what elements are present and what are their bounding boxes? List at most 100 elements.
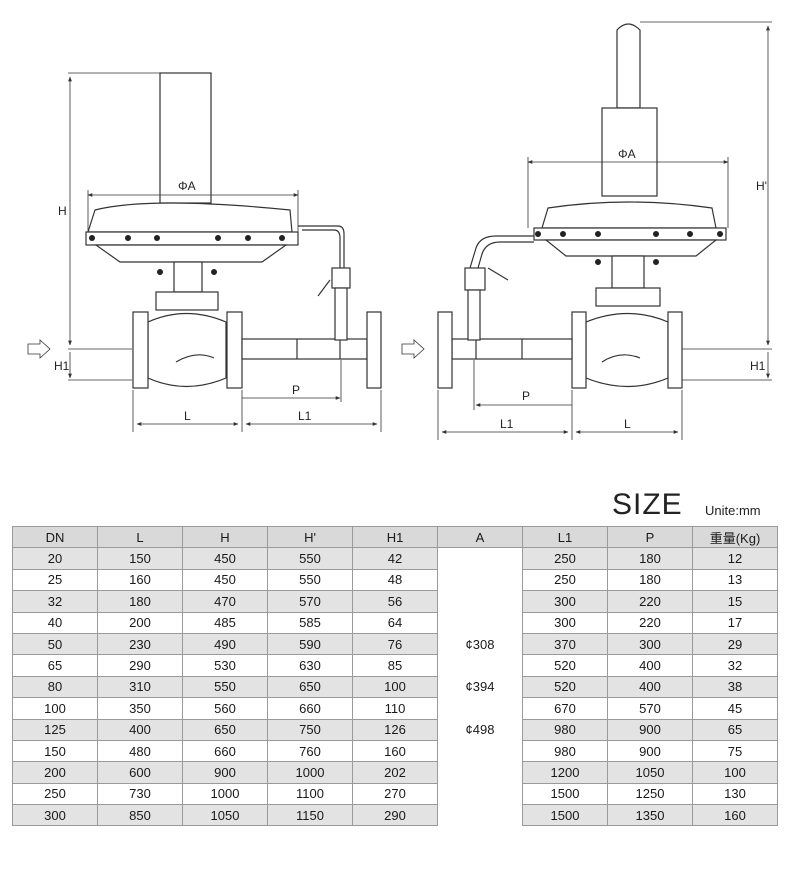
table-cell: 660 <box>267 697 353 720</box>
table-cell: 980 <box>522 739 608 763</box>
table-cell: 310 <box>97 675 183 699</box>
table-cell: 220 <box>607 590 693 613</box>
table-cell: 650 <box>182 718 268 741</box>
table-cell <box>437 740 523 762</box>
table-cell: 370 <box>522 632 608 656</box>
table-cell: 13 <box>692 568 778 592</box>
table-cell <box>437 761 523 784</box>
table-cell: 400 <box>607 675 693 699</box>
table-cell: 180 <box>607 547 693 570</box>
table-cell: 100 <box>692 761 778 784</box>
table-cell: 100 <box>352 675 438 699</box>
table-cell: 980 <box>522 718 608 741</box>
table-cell: 570 <box>607 697 693 720</box>
table-cell: 1050 <box>182 804 268 827</box>
table-cell: 1100 <box>267 782 353 806</box>
table-cell: 560 <box>182 697 268 720</box>
table-cell <box>437 783 523 805</box>
table-cell: 125 <box>12 718 98 741</box>
table-cell: 630 <box>267 654 353 677</box>
table-cell: 1250 <box>607 782 693 806</box>
table-cell: 75 <box>692 739 778 763</box>
table-cell: 1500 <box>522 804 608 827</box>
table-cell: 32 <box>12 590 98 613</box>
table-cell: 85 <box>352 654 438 677</box>
table-cell: 220 <box>607 611 693 634</box>
table-cell: 126 <box>352 718 438 741</box>
table-header-cell: L1 <box>522 525 608 549</box>
left-h1-label: H1 <box>54 359 70 373</box>
table-cell: 520 <box>522 654 608 677</box>
table-cell: 80 <box>12 675 98 699</box>
right-dimensions <box>401 21 772 440</box>
table-cell: 160 <box>352 739 438 763</box>
table-cell: 12 <box>692 547 778 570</box>
table-cell: ¢394 <box>437 676 523 698</box>
right-l-label: L <box>624 417 631 431</box>
table-cell: 65 <box>692 718 778 741</box>
table-cell: 350 <box>97 697 183 720</box>
left-dimensions <box>27 72 382 432</box>
table-cell: 570 <box>267 590 353 613</box>
table-cell: 530 <box>182 654 268 677</box>
table-cell: 160 <box>692 804 778 827</box>
unit-note: Unite:mm <box>705 503 761 518</box>
table-cell: 65 <box>12 654 98 677</box>
table-cell: 110 <box>352 697 438 720</box>
table-cell: 130 <box>692 782 778 806</box>
table-header-cell: A <box>437 525 523 549</box>
table-cell: 1200 <box>522 761 608 784</box>
right-l1-label: L1 <box>500 417 514 431</box>
table-cell: 660 <box>182 739 268 763</box>
table-cell: 64 <box>352 611 438 634</box>
table-cell: 250 <box>522 568 608 592</box>
table-header-cell: P <box>607 525 693 549</box>
table-cell: 290 <box>97 654 183 677</box>
table-cell: 900 <box>607 718 693 741</box>
table-cell: 650 <box>267 675 353 699</box>
right-valve-view <box>437 23 727 389</box>
table-header-cell: H <box>182 525 268 549</box>
table-cell: 1050 <box>607 761 693 784</box>
table-cell: 485 <box>182 611 268 634</box>
table-header-cell: H' <box>267 525 353 549</box>
right-p-label: P <box>522 389 530 403</box>
table-cell: 200 <box>12 761 98 784</box>
table-cell: 150 <box>97 547 183 570</box>
table-cell <box>437 697 523 720</box>
table-cell: 760 <box>267 739 353 763</box>
table-cell: 550 <box>182 675 268 699</box>
valve-technical-drawing: H ΦA H1 L L1 P <box>27 21 772 440</box>
table-cell: 180 <box>607 568 693 592</box>
table-cell: 450 <box>182 568 268 592</box>
table-cell: 900 <box>182 761 268 784</box>
table-cell: 590 <box>267 632 353 656</box>
table-cell <box>437 804 523 826</box>
table-cell <box>437 569 523 591</box>
table-cell: 100 <box>12 697 98 720</box>
right-phi-a-label: ΦA <box>618 147 636 161</box>
table-cell: 480 <box>97 739 183 763</box>
table-header-cell: 重量(Kg) <box>692 525 778 549</box>
table-cell: 300 <box>522 590 608 613</box>
table-cell: 17 <box>692 611 778 634</box>
table-cell: 29 <box>692 632 778 656</box>
table-cell: 1000 <box>182 782 268 806</box>
table-cell <box>437 612 523 634</box>
table-cell: 200 <box>97 611 183 634</box>
table-cell: 450 <box>182 547 268 570</box>
table-cell: 25 <box>12 568 98 592</box>
table-cell: 470 <box>182 590 268 613</box>
table-cell: 38 <box>692 675 778 699</box>
table-cell: 550 <box>267 568 353 592</box>
table-cell: 670 <box>522 697 608 720</box>
right-h-prime-label: H' <box>756 179 767 193</box>
table-header-cell: H1 <box>352 525 438 549</box>
size-title: SIZE <box>612 488 683 521</box>
